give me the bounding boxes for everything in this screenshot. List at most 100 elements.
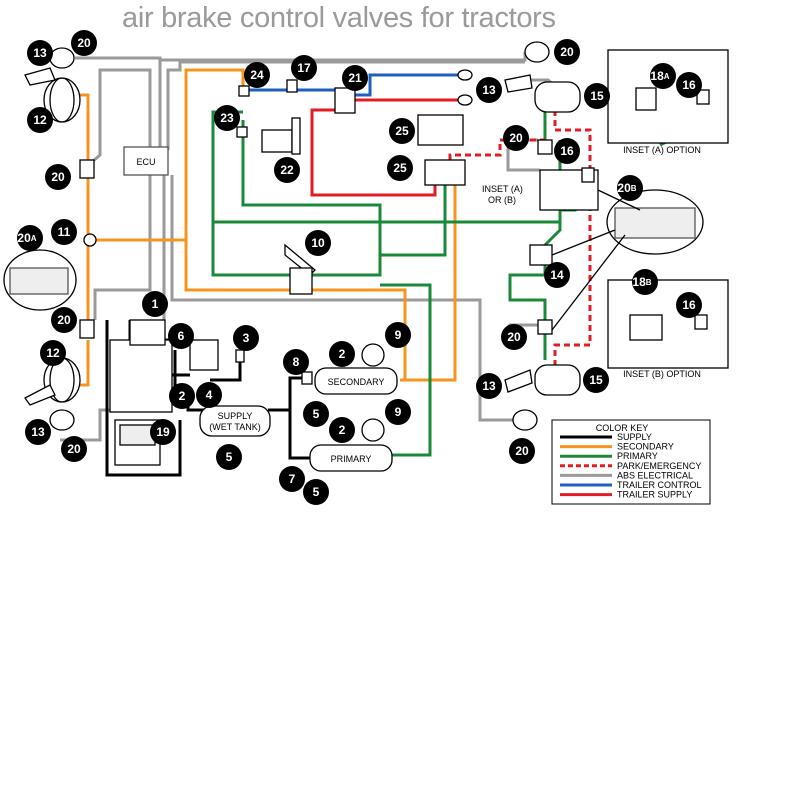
quick-release-valve-right (581, 167, 595, 183)
color-key-label: TRAILER CONTROL (617, 480, 702, 490)
part-badge-20-bottom-right: 20 (509, 438, 535, 464)
part-badge-9-secondary: 9 (385, 322, 411, 348)
badge-number: 22 (280, 163, 294, 177)
inset-b-option-label: INSET (B) OPTION (623, 369, 701, 379)
badge-number: 1 (152, 297, 159, 311)
part-badge-3: 3 (233, 325, 259, 351)
badge-number: 20 (507, 330, 521, 344)
inset-ab-label-2: OR (B) (488, 195, 516, 205)
part-badge-1: 1 (142, 291, 168, 317)
gladhand-supply (457, 94, 473, 106)
page-title: air brake control valves for tractors (122, 2, 556, 34)
relay-valve (529, 244, 553, 266)
part-badge-15-top-right: 15 (584, 83, 610, 109)
inset-a-box (607, 49, 729, 144)
dash-control-valve-lower (424, 159, 466, 186)
part-badge-23: 23 (214, 105, 240, 131)
badge-number: 11 (58, 225, 71, 239)
part-badge-13-bottom-right: 13 (476, 373, 502, 399)
badge-number: 16 (682, 78, 696, 92)
part-badge-8: 8 (283, 349, 309, 375)
part-badge-16-right-upper: 16 (554, 138, 580, 164)
part-badge-2-primary: 2 (329, 417, 355, 443)
part-badge-2-secondary: 2 (329, 341, 355, 367)
part-badge-21: 21 (342, 65, 368, 91)
part-badge-20a: 20A (17, 225, 43, 251)
badge-number: 16 (560, 144, 574, 158)
quick-release-valve (83, 233, 97, 247)
valve-22 (261, 129, 293, 153)
abs-modulator-left-lower (79, 319, 95, 339)
badge-number: 9 (395, 405, 402, 419)
badge-number: 20B (617, 181, 636, 195)
badge-number: 5 (313, 485, 320, 499)
secondary-tank-label: SECONDARY (328, 377, 385, 387)
part-badge-6: 6 (168, 323, 194, 349)
badge-number: 13 (31, 425, 45, 439)
badge-number: 20 (67, 442, 81, 456)
color-key-label: SUPPLY (617, 432, 652, 442)
badge-number: 18B (632, 275, 651, 289)
part-badge-2-compressor: 2 (169, 383, 195, 409)
gladhand-control (457, 69, 473, 81)
wheel-speed-sensor-bottom-left (49, 409, 75, 431)
badge-number: 13 (482, 379, 496, 393)
badge-number: 8 (293, 355, 300, 369)
pressure-gauge-secondary (361, 343, 385, 367)
ecu-label: ECU (136, 157, 155, 167)
badge-number: 4 (206, 388, 213, 402)
color-key-label: SECONDARY (617, 442, 674, 452)
color-key-label: ABS ELECTRICAL (617, 470, 693, 480)
tractor-protection-valve (334, 87, 356, 114)
part-badge-12-top-left: 12 (27, 107, 53, 133)
inset-a-option-label: INSET (A) OPTION (623, 145, 701, 155)
part-badge-7: 7 (279, 466, 305, 492)
part-badge-10: 10 (305, 230, 331, 256)
slack-adjuster-top-left (24, 67, 56, 86)
valve-24 (238, 85, 250, 97)
badge-number: 12 (46, 346, 60, 360)
badge-number: 3 (243, 331, 250, 345)
color-key-title: COLOR KEY (596, 423, 649, 433)
part-badge-16-inset-b: 16 (676, 292, 702, 318)
badge-number: 25 (393, 161, 407, 175)
badge-suffix: B (646, 278, 652, 287)
badge-number: 14 (550, 268, 564, 282)
badge-number: 20 (515, 444, 529, 458)
part-badge-20-top-left: 20 (71, 30, 97, 56)
part-badge-4: 4 (196, 382, 222, 408)
badge-number: 13 (482, 83, 496, 97)
part-badge-18b: 18B (632, 269, 658, 295)
part-badge-13-top-right: 13 (476, 77, 502, 103)
badge-number: 6 (178, 329, 185, 343)
badge-number: 10 (311, 236, 325, 250)
badge-number: 18A (650, 69, 669, 83)
badge-number: 21 (348, 71, 362, 85)
wheel-speed-sensor-top-left (49, 47, 75, 69)
part-badge-13-bottom-left: 13 (25, 419, 51, 445)
badge-number: 5 (226, 450, 233, 464)
inset-ab-label-1: INSET (A) (482, 184, 523, 194)
inset-b-box (607, 279, 729, 369)
part-badge-20-top-right: 20 (554, 39, 580, 65)
air-compressor (109, 339, 173, 413)
badge-number: 25 (395, 124, 409, 138)
part-badge-20-left-lower: 20 (51, 307, 77, 333)
governor (189, 339, 219, 371)
part-badge-18a: 18A (650, 63, 676, 89)
color-key: COLOR KEY SUPPLYSECONDARYPRIMARYPARK/EME… (551, 419, 711, 505)
ecu-box (123, 146, 169, 176)
color-key-label: PRIMARY (617, 451, 658, 461)
spring-brake-bottom-right (534, 364, 581, 396)
safety-valve (235, 349, 245, 363)
part-badge-11: 11 (51, 219, 77, 245)
slack-adjuster-bottom-left (24, 384, 56, 406)
badge-number: 5 (313, 407, 320, 421)
supply-tank-label-2: (WET TANK) (209, 422, 261, 432)
abs-modulator-right-lower (537, 319, 553, 335)
color-key-label: PARK/EMERGENCY (617, 461, 701, 471)
part-badge-20-bottom-left: 20 (61, 436, 87, 462)
badge-number: 19 (156, 425, 170, 439)
part-badge-25-upper: 25 (389, 118, 415, 144)
